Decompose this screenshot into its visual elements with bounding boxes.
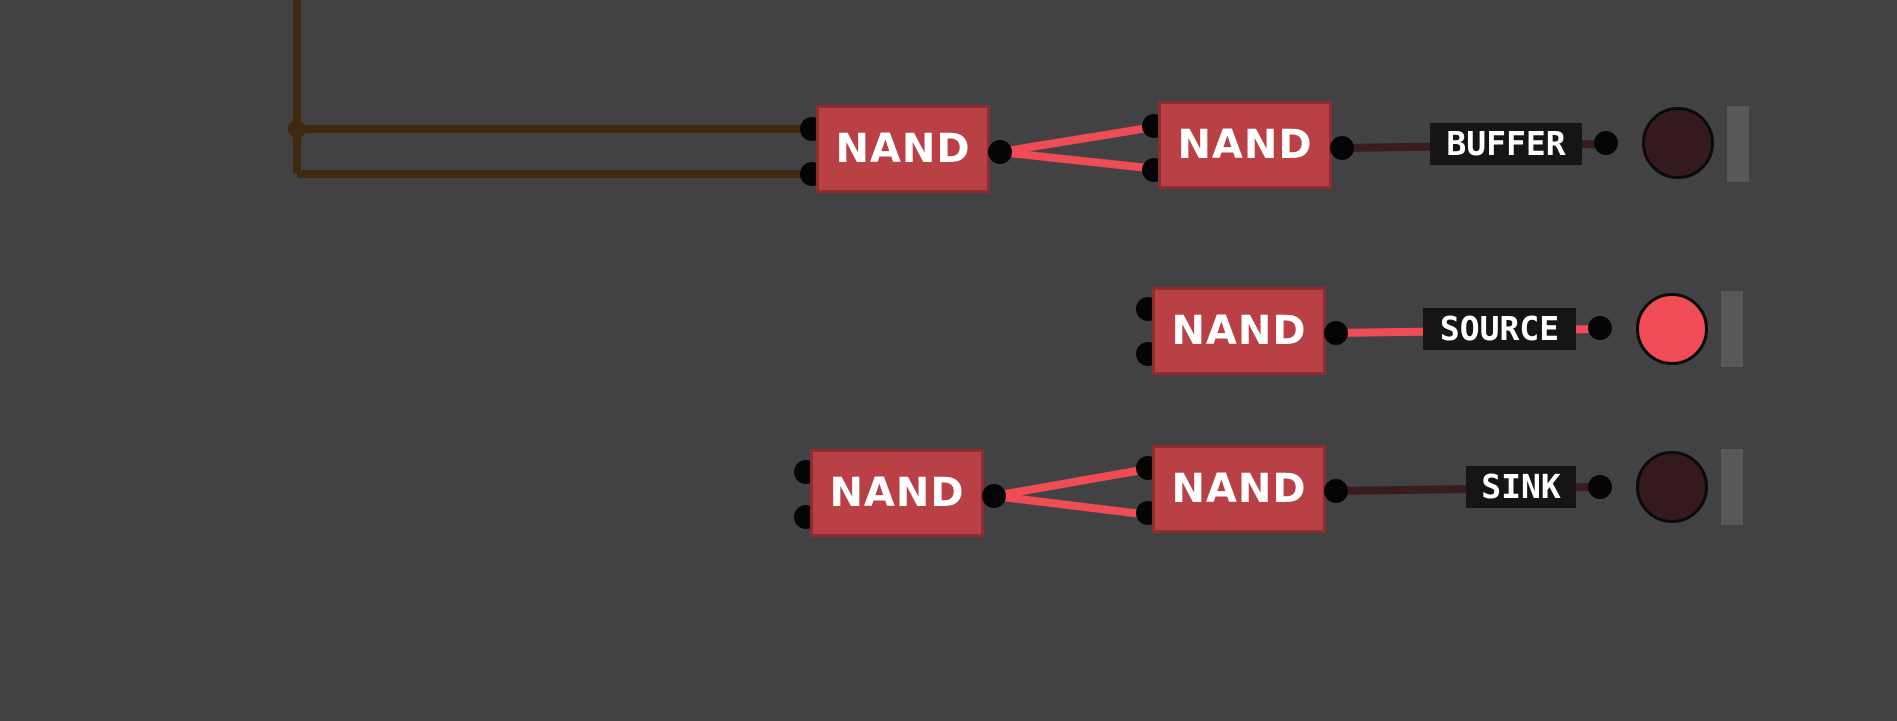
nand-gate-3[interactable]: NAND [1152, 287, 1326, 375]
wire-gate4-to-gate5-a[interactable] [993, 466, 1143, 500]
gate1-output-pin[interactable] [988, 140, 1012, 164]
gate3-output-pin[interactable] [1324, 321, 1348, 345]
gate-label: NAND [835, 126, 971, 172]
gate-label: NAND [1171, 308, 1307, 354]
sink-label: SINK [1466, 466, 1576, 508]
gate-label: NAND [1177, 122, 1313, 168]
nand-gate-4[interactable]: NAND [810, 449, 984, 537]
buffer-input-pin[interactable] [1594, 131, 1618, 155]
sink-input-pin[interactable] [1588, 475, 1612, 499]
nand-gate-5[interactable]: NAND [1152, 445, 1326, 533]
wire-gate1-to-gate2-b[interactable] [999, 148, 1149, 172]
wire-gate1-to-gate2-a[interactable] [999, 124, 1149, 156]
source-side-bar [1721, 291, 1743, 367]
source-label: SOURCE [1423, 308, 1576, 350]
source-output-bulb[interactable] [1636, 293, 1708, 365]
gate2-output-pin[interactable] [1330, 136, 1354, 160]
wire-gate4-to-gate5-b[interactable] [993, 492, 1143, 518]
gate-label: NAND [1171, 466, 1307, 512]
buffer-label: BUFFER [1430, 123, 1582, 165]
buffer-output-bulb[interactable] [1642, 107, 1714, 179]
sink-output-bulb[interactable] [1636, 451, 1708, 523]
nand-gate-1[interactable]: NAND [816, 105, 990, 193]
gate5-output-pin[interactable] [1324, 479, 1348, 503]
gate-label: NAND [829, 470, 965, 516]
source-input-pin[interactable] [1588, 316, 1612, 340]
sink-side-bar [1721, 449, 1743, 525]
nand-gate-2[interactable]: NAND [1158, 101, 1332, 189]
buffer-side-bar [1727, 106, 1749, 182]
gate4-output-pin[interactable] [982, 484, 1006, 508]
bus-junction [288, 120, 306, 138]
